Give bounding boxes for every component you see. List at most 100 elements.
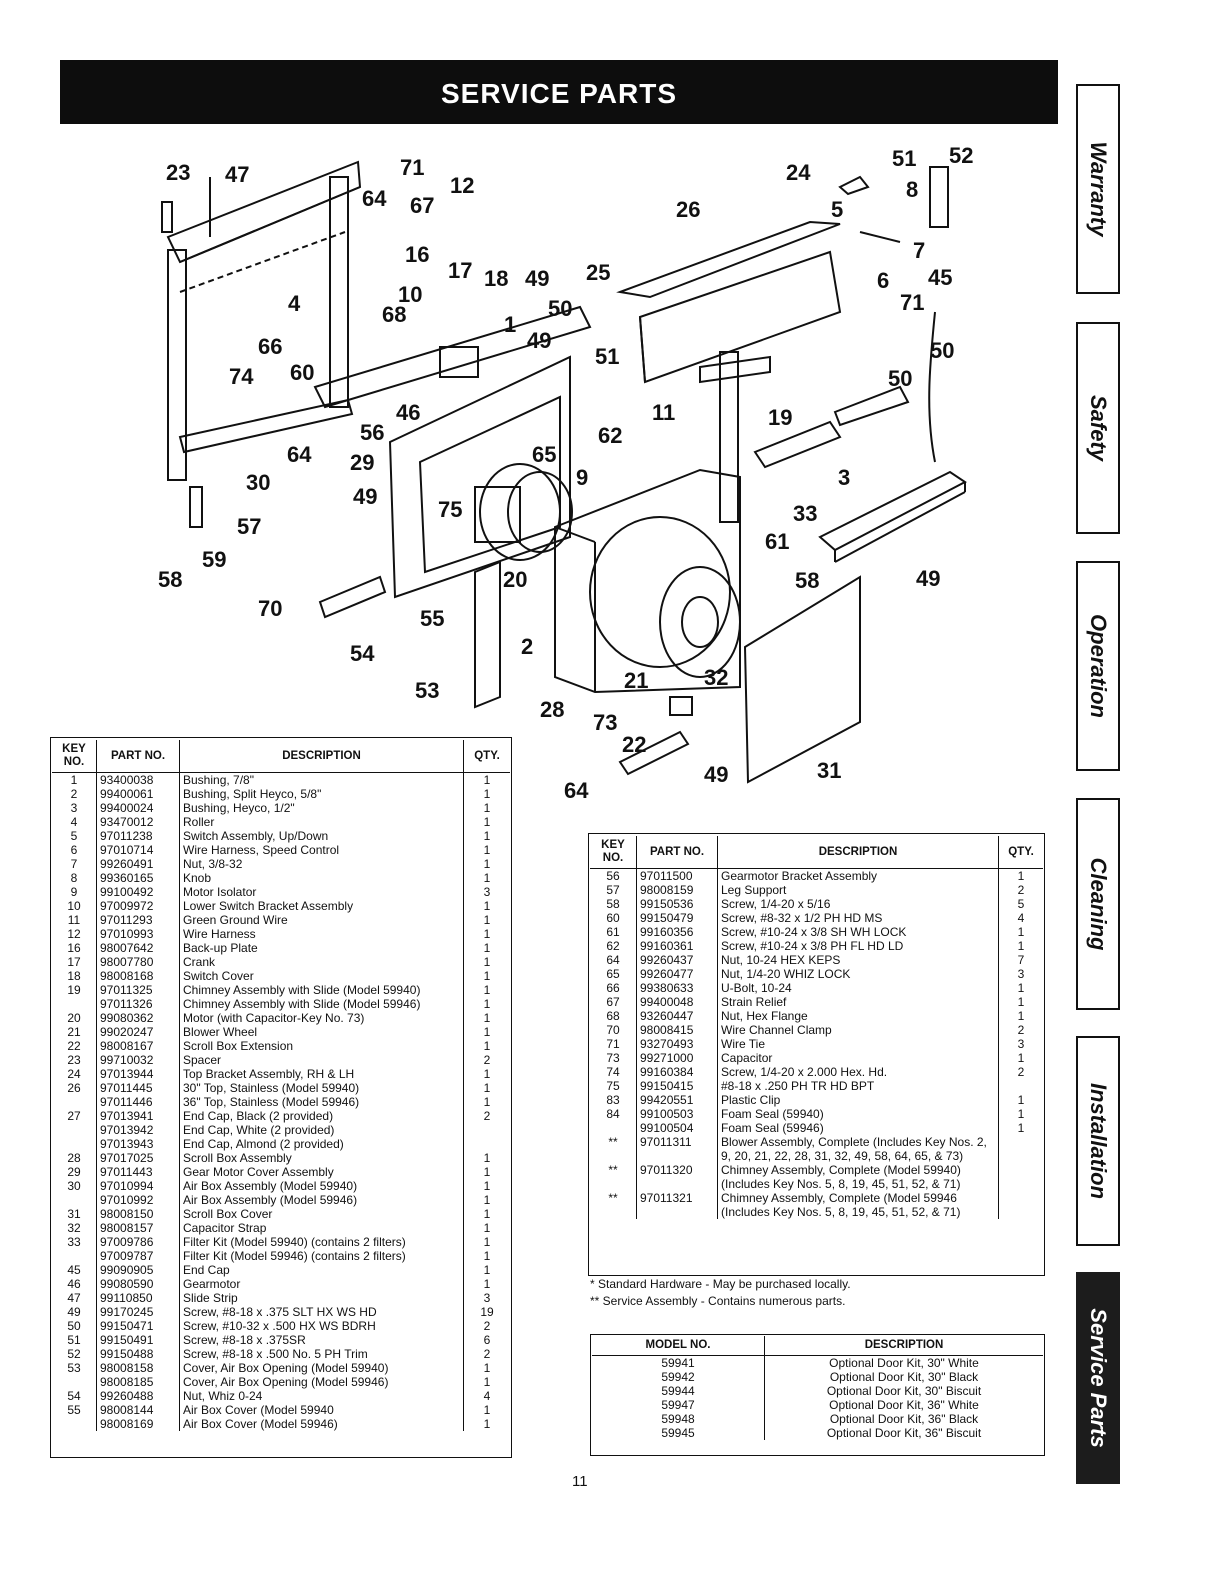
description-cell: Scroll Box Assembly: [179, 1151, 464, 1165]
part-no-cell: 93470012: [96, 815, 180, 829]
qty-cell: 1: [1017, 1107, 1025, 1121]
part-no-cell: 97010993: [96, 927, 180, 941]
key-no-cell: 70: [590, 1023, 637, 1037]
callout-66: 66: [258, 334, 283, 359]
qty-cell: 2: [1017, 1023, 1025, 1037]
callout-62: 19: [768, 405, 793, 430]
part-no-cell: 97013941: [96, 1109, 180, 1123]
callout-67: 67: [410, 193, 435, 218]
part-no-cell: 98008169: [96, 1417, 180, 1431]
part-no-cell: 97011500: [636, 868, 718, 883]
key-no-cell: [52, 1375, 97, 1389]
part-no-cell: 99100503: [636, 1107, 718, 1121]
description-cell: Air Box Assembly (Model 59946): [179, 1193, 464, 1207]
chimney-top: [616, 220, 842, 384]
qty-cell: 1: [483, 1375, 491, 1389]
part-no-cell: 98008159: [636, 883, 718, 897]
key-no-cell: 67: [590, 995, 637, 1009]
key-no-cell: 61: [590, 925, 637, 939]
qty-cell: 1: [1017, 1051, 1025, 1065]
description-cell: End Cap: [179, 1263, 464, 1277]
tab-installation[interactable]: Installation: [1076, 1036, 1120, 1246]
part-no-cell: 99080590: [96, 1277, 180, 1291]
qty-cell: 2: [483, 1109, 491, 1123]
description-cell: Screw, #8-18 x .375SR: [179, 1333, 464, 1347]
part-no-cell: 97011325: [96, 983, 180, 997]
tab-cleaning[interactable]: Cleaning: [1076, 798, 1120, 1010]
part-no-cell: 99380633: [636, 981, 718, 995]
gearmotor-bracket: [313, 305, 592, 409]
part-no-cell: 99400061: [96, 787, 180, 801]
part-no-cell: 99160361: [636, 939, 718, 953]
key-no-cell: 20: [52, 1011, 97, 1025]
tab-warranty[interactable]: Warranty: [1076, 84, 1120, 294]
callout-7: 7: [913, 238, 926, 263]
description-cell: Roller: [179, 815, 464, 829]
description-cell: Chimney Assembly, Complete (Model 59940)…: [717, 1163, 999, 1191]
foam-seal: [818, 470, 967, 563]
callout-64: 64: [362, 186, 387, 211]
part-no-cell: 99020247: [96, 1025, 180, 1039]
header-description: DESCRIPTION: [179, 740, 464, 773]
qty-cell: [464, 1137, 511, 1151]
key-no-cell: 9: [52, 885, 97, 899]
description-cell: Chimney Assembly with Slide (Model 59940…: [179, 983, 464, 997]
part-no-cell: 97009787: [96, 1249, 180, 1263]
callout-71: 71: [400, 155, 425, 180]
callout-24: 24: [786, 160, 811, 185]
qty-cell: 1: [1017, 995, 1025, 1009]
callout-52: 52: [949, 143, 974, 168]
description-cell: End Cap, Almond (2 provided): [179, 1137, 464, 1151]
part-no-cell: 99160356: [636, 925, 718, 939]
part-no-cell: 99150471: [96, 1319, 180, 1333]
tab-service-parts[interactable]: Service Parts: [1076, 1272, 1120, 1484]
key-no-cell: 64: [590, 953, 637, 967]
qty-cell: 3: [1017, 1037, 1025, 1051]
tab-safety[interactable]: Safety: [1076, 322, 1120, 534]
part-no-cell: 98008167: [96, 1039, 180, 1053]
qty-cell: 1: [483, 857, 491, 871]
callout-4: 4: [288, 291, 301, 316]
callout-54: 54: [350, 641, 375, 666]
qty-cell: 4: [1017, 911, 1025, 925]
callout-50: 50: [548, 296, 573, 321]
callout-68: 68: [382, 302, 407, 327]
qty-cell: 1: [483, 899, 491, 913]
qty-cell: 1: [483, 871, 491, 885]
callout-49: 49: [525, 266, 550, 291]
description-cell: Spacer: [179, 1053, 464, 1067]
callout-3: 62: [598, 423, 623, 448]
left-parts-table-border: [50, 737, 512, 1458]
part-no-cell: 99360165: [96, 871, 180, 885]
part-no-cell: 99100504: [636, 1121, 718, 1135]
qty-cell: 1: [483, 1179, 491, 1193]
key-no-cell: 24: [52, 1067, 97, 1081]
key-no-cell: 46: [52, 1277, 97, 1291]
tab-operation[interactable]: Operation: [1076, 561, 1120, 771]
spacer-slide-strip: [161, 177, 211, 237]
key-no-cell: 71: [590, 1037, 637, 1051]
part-no-cell: 98007642: [96, 941, 180, 955]
model-no-cell: 59942: [592, 1370, 765, 1384]
note-service-assembly: ** Service Assembly - Contains numerous …: [590, 1294, 846, 1308]
description-cell: Air Box Assembly (Model 59940): [179, 1179, 464, 1193]
qty-cell: 2: [483, 1347, 491, 1361]
description-cell: Foam Seal (59940): [717, 1107, 999, 1121]
description-cell: Chimney Assembly, Complete (Model 59946 …: [717, 1191, 999, 1219]
